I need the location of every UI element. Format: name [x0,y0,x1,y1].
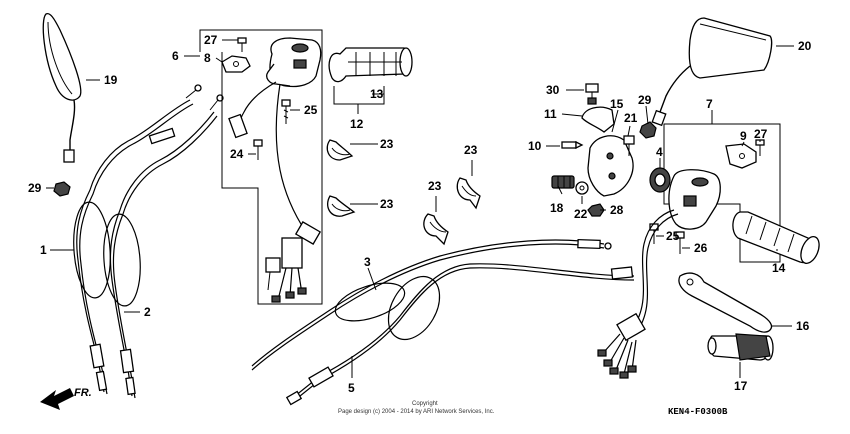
pin-10[interactable] [561,140,584,150]
label-7: 7 [706,97,713,111]
bracket-6 [199,29,323,305]
label-17: 17 [734,379,748,393]
left-mirror[interactable] [42,12,82,163]
label-23a: 23 [380,137,394,151]
right-mirror[interactable] [651,17,773,127]
screw-27-left[interactable] [237,37,247,52]
label-26: 26 [694,241,708,255]
label-22: 22 [574,207,588,221]
screw-21[interactable] [623,135,635,156]
left-switch-housing[interactable] [266,37,322,88]
right-wire-harness[interactable] [597,209,679,379]
label-2: 2 [144,305,151,319]
label-18: 18 [550,201,564,215]
label-19: 19 [104,73,118,87]
part-4-cap[interactable] [649,167,671,193]
throttle-cable-2[interactable] [101,94,224,399]
throttle-cable-1[interactable] [71,84,202,395]
left-wire-harness[interactable] [228,81,322,303]
cable-clamp-23b[interactable] [327,195,356,217]
label-28: 28 [610,203,624,217]
screw-27-right[interactable] [755,139,765,156]
label-3: 3 [364,255,371,269]
bracket-12-13 [333,86,385,114]
label-23c: 23 [464,143,478,157]
label-14: 14 [772,261,786,275]
cable-clamp-23a[interactable] [326,139,354,161]
mirror-nut-left[interactable] [53,181,71,197]
label-15: 15 [610,97,624,111]
housing-15[interactable] [587,135,634,197]
label-11: 11 [544,107,557,121]
label-1: 1 [40,243,47,257]
label-30: 30 [546,83,560,97]
label-10: 10 [528,139,542,153]
label-12: 12 [350,117,364,131]
label-27-right: 27 [754,127,768,141]
clamp-9[interactable] [725,143,757,169]
screw-24[interactable] [253,139,263,160]
screw-26[interactable] [675,231,685,254]
front-direction-arrow: FR. [40,387,92,410]
cable-clamp-23d[interactable] [423,213,449,246]
throttle-grip[interactable] [328,47,413,83]
copyright-line-1: Copyright [412,401,438,407]
label-27-left: 27 [204,33,218,47]
screw-30[interactable] [585,83,599,105]
label-23d: 23 [428,179,442,193]
nut-28[interactable] [587,203,605,217]
label-6: 6 [172,49,179,63]
label-24: 24 [230,147,244,161]
label-29-left: 29 [28,181,42,195]
diagram-code: KEN4-F0300B [668,407,728,417]
label-4: 4 [656,145,663,159]
clutch-cable-5[interactable] [285,263,635,406]
label-25-right: 25 [666,229,680,243]
label-5: 5 [348,381,355,395]
throttle-tube[interactable] [707,333,774,361]
label-9: 9 [740,129,747,143]
screw-25-left[interactable] [281,99,291,124]
leader-lines [46,39,794,378]
spring-18[interactable] [551,175,575,189]
label-23b: 23 [380,197,394,211]
copyright-line-2: Page design (c) 2004 - 2014 by ARI Netwo… [338,409,495,415]
part-labels: 19 29 1 2 6 27 8 25 24 13 12 23 23 23 23… [28,33,812,395]
right-grip[interactable] [732,211,823,266]
label-21: 21 [624,111,638,125]
label-13: 13 [370,87,384,101]
clutch-lever[interactable] [678,272,773,333]
label-29-right: 29 [638,93,652,107]
label-8: 8 [204,51,211,65]
mirror-nut-right[interactable] [639,121,657,139]
clamp-8[interactable] [221,55,251,73]
bracket-7 [663,110,781,263]
label-20: 20 [798,39,812,53]
cable-clamp-23c[interactable] [456,177,481,210]
label-16: 16 [796,319,810,333]
label-25-left: 25 [304,103,318,117]
washer-22[interactable] [575,181,589,195]
direction-label: FR. [74,387,92,399]
clutch-cable-3[interactable] [251,238,612,371]
right-switch-housing[interactable] [668,169,721,230]
